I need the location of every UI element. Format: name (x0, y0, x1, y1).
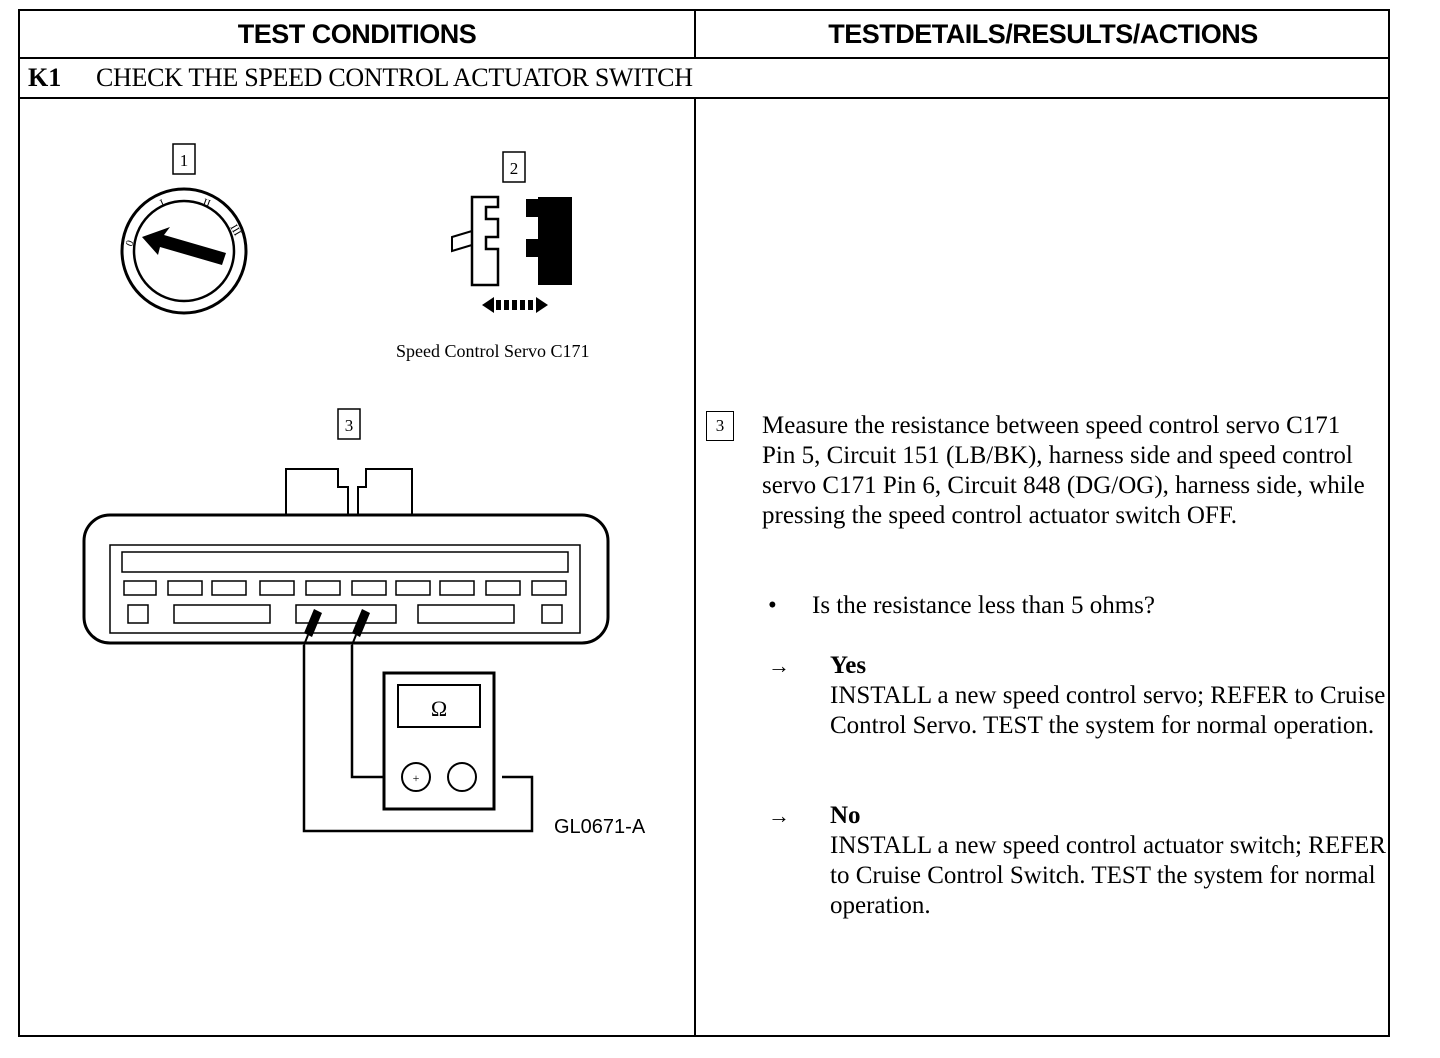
no-action: INSTALL a new speed control actuator swi… (830, 832, 1386, 919)
svg-text:1: 1 (180, 151, 189, 170)
svg-text:+: + (413, 771, 420, 785)
column-divider (694, 99, 696, 1037)
column-divider (694, 11, 696, 57)
figure-id: GL0671-A (554, 816, 646, 838)
no-arrow: → (768, 803, 790, 828)
connector-caption: Speed Control Servo C171 (396, 341, 590, 361)
header-test-conditions: TEST CONDITIONS (237, 19, 477, 49)
callout-3: 3 (337, 408, 361, 440)
svg-text:2: 2 (510, 159, 519, 178)
test-question: Is the resistance less than 5 ohms? (812, 592, 1155, 619)
measure-instruction: Measure the resistance between speed con… (762, 412, 1365, 529)
test-conditions-panel: 1 0 I II III 2 (20, 99, 694, 1037)
ohm-symbol: Ω (431, 696, 447, 721)
test-probes (303, 609, 370, 646)
bullet-marker: • (768, 592, 777, 619)
test-conditions-diagram: 1 0 I II III 2 (82, 143, 646, 838)
yes-label: Yes (830, 652, 867, 679)
callout-1: 1 (172, 143, 196, 175)
yes-arrow: → (768, 653, 790, 678)
svg-text:I: I (158, 197, 167, 210)
step-title: CHECK THE SPEED CONTROL ACTUATOR SWITCH (96, 63, 693, 92)
svg-text:3: 3 (345, 416, 354, 435)
header-test-details: TESTDETAILS/RESULTS/ACTIONS (828, 19, 1258, 49)
svg-text:0: 0 (124, 238, 137, 248)
row-divider (20, 57, 1388, 59)
row-divider (20, 97, 1388, 99)
step-row: K1 CHECK THE SPEED CONTROL ACTUATOR SWIT… (20, 59, 1388, 97)
step-id: K1 (28, 63, 62, 92)
ref-callout-3: 3 (706, 411, 734, 441)
yes-action: INSTALL a new speed control servo; REFER… (830, 682, 1386, 739)
callout-2: 2 (502, 151, 526, 183)
test-procedure-table: TEST CONDITIONS TESTDETAILS/RESULTS/ACTI… (18, 9, 1390, 1037)
svg-text:II: II (201, 197, 212, 211)
no-result: No INSTALL a new speed control actuator … (830, 801, 1390, 921)
yes-result: Yes INSTALL a new speed control servo; R… (830, 651, 1390, 741)
test-details-panel: 3 Measure the resistance between speed c… (696, 99, 1390, 1037)
ohmmeter-icon: Ω + (382, 671, 496, 811)
c171-connector-face (82, 468, 610, 645)
no-label: No (830, 802, 861, 829)
connector-disconnect-icon (451, 195, 572, 313)
ignition-switch-icon: 0 I II III (120, 187, 248, 315)
